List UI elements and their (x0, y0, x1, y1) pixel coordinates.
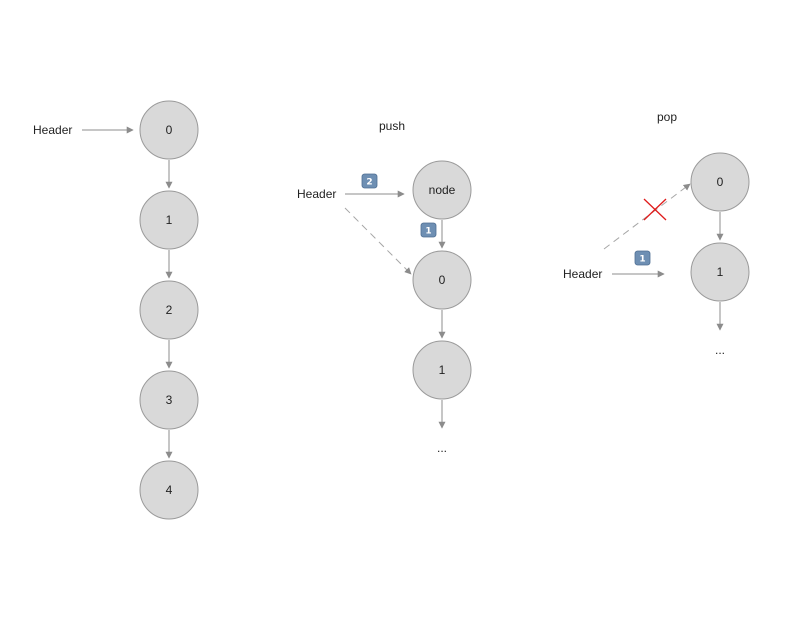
list-node-0: 0 (139, 100, 199, 160)
push-ellipsis: ... (437, 441, 447, 455)
pop-step-1-badge-label: 1 (639, 255, 645, 265)
push-node-1: 1 (412, 340, 472, 400)
push-step-2-badge-label: 2 (366, 178, 372, 188)
push-diagram: push Header 2 node 1 0 1 ... (297, 119, 472, 455)
push-title: push (379, 119, 405, 133)
pop-node-1-label: 1 (717, 265, 724, 279)
list-node-3-label: 3 (166, 393, 173, 407)
push-header-label: Header (297, 187, 336, 201)
pop-step-1-badge: 1 (634, 250, 651, 266)
list-node-3: 3 (139, 370, 199, 430)
push-node-1-label: 1 (439, 363, 446, 377)
push-step-1-badge-label: 1 (425, 227, 431, 237)
push-step-2-badge: 2 (361, 173, 378, 189)
pop-node-0: 0 (690, 152, 750, 212)
pop-node-0-label: 0 (717, 175, 724, 189)
list-node-0-label: 0 (166, 123, 173, 137)
push-old-header-dashed-arrow (344, 207, 412, 275)
list-node-4: 4 (139, 460, 199, 520)
list-node-4-label: 4 (166, 483, 173, 497)
pop-node-1: 1 (690, 242, 750, 302)
pop-title: pop (657, 110, 677, 124)
push-node-0: 0 (412, 250, 472, 310)
pop-ellipsis: ... (715, 343, 725, 357)
pop-diagram: pop Header 1 0 1 ... (563, 110, 750, 357)
list-node-1: 1 (139, 190, 199, 250)
list-node-2: 2 (139, 280, 199, 340)
list-node-2-label: 2 (166, 303, 173, 317)
push-node-0-label: 0 (439, 273, 446, 287)
list-header-label: Header (33, 123, 72, 137)
push-new-node-label: node (429, 183, 456, 197)
push-new-node: node (412, 160, 472, 220)
list-node-1-label: 1 (166, 213, 173, 227)
pop-header-label: Header (563, 267, 602, 281)
pop-removed-link-cross-icon (643, 198, 667, 221)
list-diagram: Header 0 1 2 3 4 (33, 100, 199, 520)
push-step-1-badge: 1 (420, 222, 437, 238)
